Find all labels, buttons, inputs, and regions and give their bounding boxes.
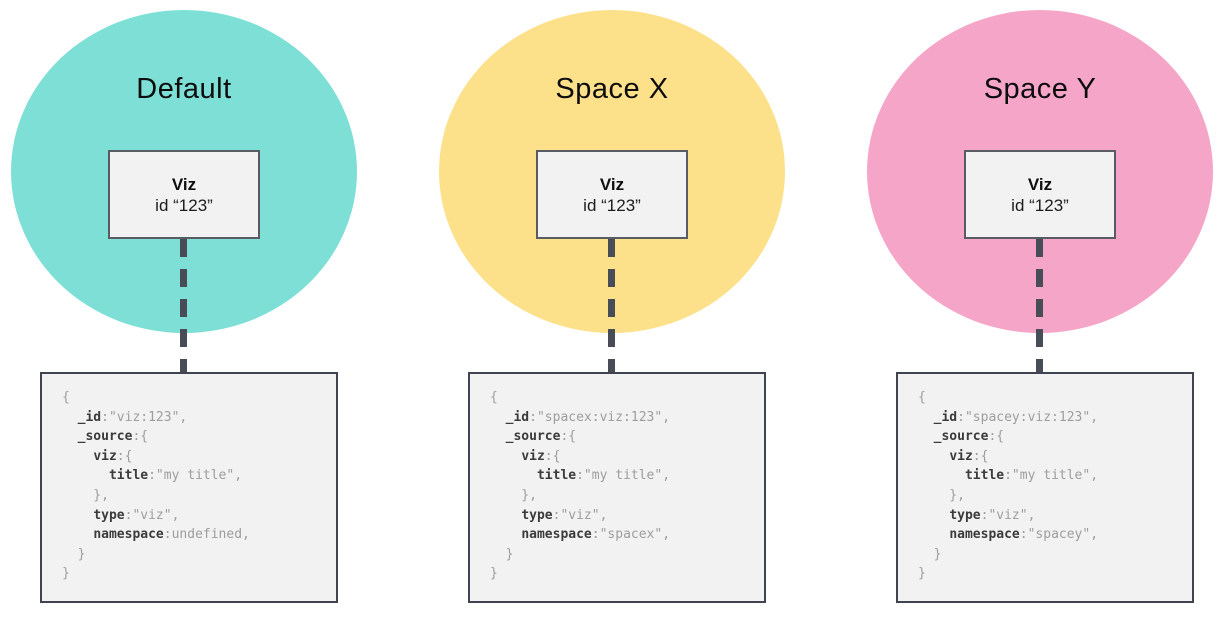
saved-object-document: { _id:"spacey:viz:123", _source:{ viz:{ …	[896, 372, 1194, 603]
panel-space-x: Space X Viz id “123” { _id:"spacex:viz:1…	[436, 0, 796, 622]
code-line: {	[490, 390, 498, 405]
dashed-connector	[608, 239, 615, 372]
dashed-connector	[1036, 239, 1043, 372]
code-line: type:"viz",	[521, 507, 608, 523]
space-title: Default	[136, 73, 232, 105]
panel-default: Default Viz id “123” { _id:"viz:123", _s…	[8, 0, 368, 622]
code-line: }	[490, 546, 514, 562]
code-line: }	[918, 566, 926, 582]
code-line: title:"my title",	[964, 468, 1099, 484]
code-line: namespace:undefined,	[93, 527, 250, 543]
code-line: title:"my title",	[536, 468, 671, 484]
viz-node-label: Viz	[171, 174, 197, 194]
code-line: {	[62, 390, 70, 405]
code-line: {	[918, 390, 926, 405]
viz-node-id: id “123”	[583, 195, 641, 215]
code-line: },	[490, 487, 537, 503]
viz-node-id: id “123”	[155, 195, 213, 215]
code-line: }	[490, 566, 498, 582]
viz-node-label: Viz	[599, 174, 625, 194]
code-line: _id:"spacey:viz:123",	[933, 409, 1099, 425]
code-line: type:"viz",	[949, 507, 1036, 523]
code-line: namespace:"spacex",	[521, 527, 671, 543]
viz-node-label: Viz	[1027, 174, 1053, 194]
viz-node: Viz id “123”	[108, 150, 260, 239]
code-line: viz:{	[521, 448, 561, 464]
code-line: viz:{	[949, 448, 989, 464]
panel-space-y: Space Y Viz id “123” { _id:"spacey:viz:1…	[864, 0, 1224, 622]
code-line: title:"my title",	[108, 468, 243, 484]
code-line: }	[918, 546, 942, 562]
dashed-connector	[180, 239, 187, 372]
viz-node-id: id “123”	[1011, 195, 1069, 215]
code-line: _source:{	[933, 429, 1005, 445]
code-line: namespace:"spacey",	[949, 527, 1099, 543]
code-line: },	[918, 487, 965, 503]
code-line: }	[62, 546, 86, 562]
code-line: _source:{	[505, 429, 577, 445]
code-line: }	[62, 566, 70, 582]
code-line: _id:"spacex:viz:123",	[505, 409, 671, 425]
space-title: Space Y	[983, 73, 1097, 105]
code-line: },	[62, 487, 109, 503]
saved-object-document: { _id:"spacex:viz:123", _source:{ viz:{ …	[468, 372, 766, 603]
saved-object-document: { _id:"viz:123", _source:{ viz:{ title:"…	[40, 372, 338, 603]
viz-node: Viz id “123”	[964, 150, 1116, 239]
code-line: _id:"viz:123",	[77, 409, 188, 425]
code-line: _source:{	[77, 429, 149, 445]
viz-node: Viz id “123”	[536, 150, 688, 239]
code-line: viz:{	[93, 448, 133, 464]
space-title: Space X	[555, 73, 669, 105]
code-line: type:"viz",	[93, 507, 180, 523]
